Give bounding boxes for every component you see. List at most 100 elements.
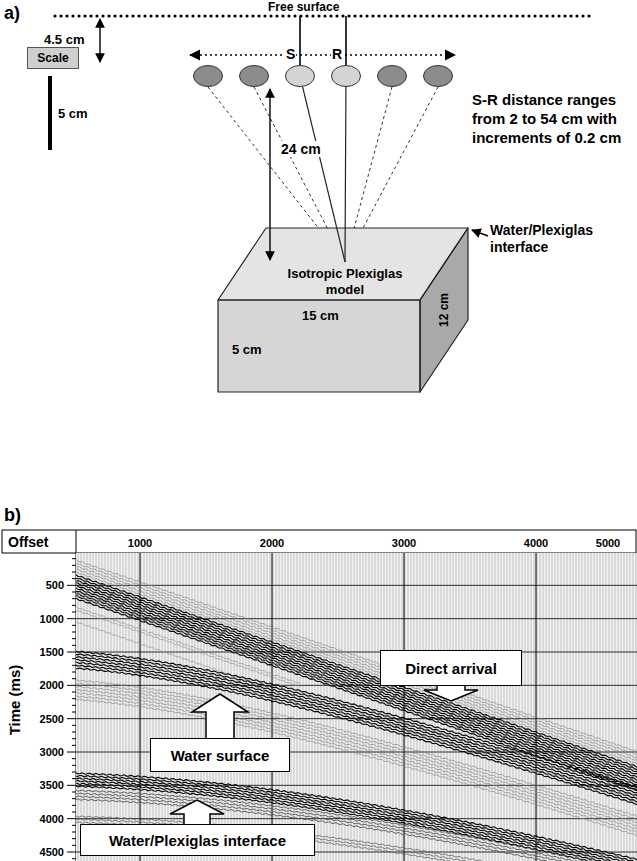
seismic-trace [615,553,616,861]
seismic-trace [459,553,460,861]
model-outline [218,226,470,394]
tick-label-holder: 3000 [40,746,64,758]
interface-label: Water/Plexiglas interface [490,222,593,255]
time-axis-ticks [67,559,76,859]
seismic-trace [378,553,379,861]
seismic-trace [591,553,592,861]
axis-tick [67,785,76,786]
seismic-trace [279,553,280,861]
seismic-trace [585,553,586,861]
axis-tick [72,832,76,833]
seismic-trace [522,553,523,861]
seismic-trace [486,553,487,861]
reflection-events [76,560,637,861]
panel-label-holder: b) [4,505,21,526]
model-edge [420,228,468,392]
axis-tick [72,692,76,693]
callout-box: Water surface [150,738,290,772]
free-surface-line [55,14,590,17]
axis-tick [72,712,76,713]
axis-title-holder: Time (ms) [6,665,23,736]
tick-label-holder: 3000 [392,537,416,549]
seismic-trace [546,553,547,861]
transducer-stem [299,16,301,65]
seismic-trace [132,553,133,861]
node-text: Direct arrival [405,660,497,677]
tick-label-holder: 2000 [260,537,284,549]
seismic-trace [471,553,472,861]
seismic-trace [264,553,265,861]
axis-tick [72,638,76,639]
axis-tick [67,685,76,686]
seismic-trace [276,553,277,861]
node-text-holder: 5 cm [232,342,262,358]
axis-title: Offset [8,534,48,550]
seismic-trace [153,553,154,861]
seismic-trace [528,553,529,861]
dimension-label: 5 cm [58,106,88,121]
axis-tick [72,845,76,846]
ray-connector [344,87,346,262]
seismic-trace [534,553,535,861]
axis-tick [72,812,76,813]
event-wiggle [76,569,637,762]
seismic-trace [561,553,562,861]
seismic-trace [159,553,160,861]
dimension-label: 4.5 cm [44,32,84,47]
axis-tick [72,578,76,579]
axis-title: Time (ms) [6,665,23,736]
seismic-trace [474,553,475,861]
seismic-trace [444,553,445,861]
seismic-trace [261,553,262,861]
node-text: R [331,46,343,62]
tick-label-holder: 500 [46,579,64,591]
tick-label-holder: 1500 [40,646,64,658]
transducer-shape [285,65,315,87]
seismic-trace [423,553,424,861]
seismic-trace [627,553,628,861]
node-text: Scale [37,51,68,65]
depth-arrow [99,19,100,62]
event-wiggle [76,585,637,778]
seismic-trace [564,553,565,861]
event-wiggle [76,822,637,861]
seismic-trace [573,553,574,861]
axis-tick [72,798,76,799]
interface-label-holder: Water/Plexiglas interface [490,222,630,256]
offset-grid-line [404,553,405,861]
seismic-trace [258,553,259,861]
model-edge [218,228,468,300]
seismic-trace [516,553,517,861]
tick-label: 2500 [40,713,64,725]
seismic-trace [324,553,325,861]
axis-tick [72,645,76,646]
seismic-trace [525,553,526,861]
axis-tick [72,858,76,859]
transducer-shape [331,65,361,87]
seismic-trace [255,553,256,861]
event-wiggle [76,819,637,861]
seismic-trace [636,553,637,861]
seismic-trace [168,553,169,861]
node-text: 12 cm [437,293,451,327]
seismic-trace [531,553,532,861]
event-wiggle [76,560,637,753]
tick-label: 5000 [596,537,620,549]
event-wiggle [76,581,637,774]
seismic-trace [570,553,571,861]
event-wiggle [76,799,637,861]
axis-tick [72,705,76,706]
seismic-trace [267,553,268,861]
axis-tick [72,838,76,839]
seismic-trace [576,553,577,861]
axis-tick [67,585,76,586]
seismic-trace [477,553,478,861]
seismic-trace [306,553,307,861]
time-grid-line [76,652,637,653]
seismic-trace [81,553,82,861]
node-text-holder: 12 cm [436,293,452,327]
event-wiggle [76,591,637,783]
axis-tick [72,572,76,573]
scale-box: Scale [27,47,79,69]
